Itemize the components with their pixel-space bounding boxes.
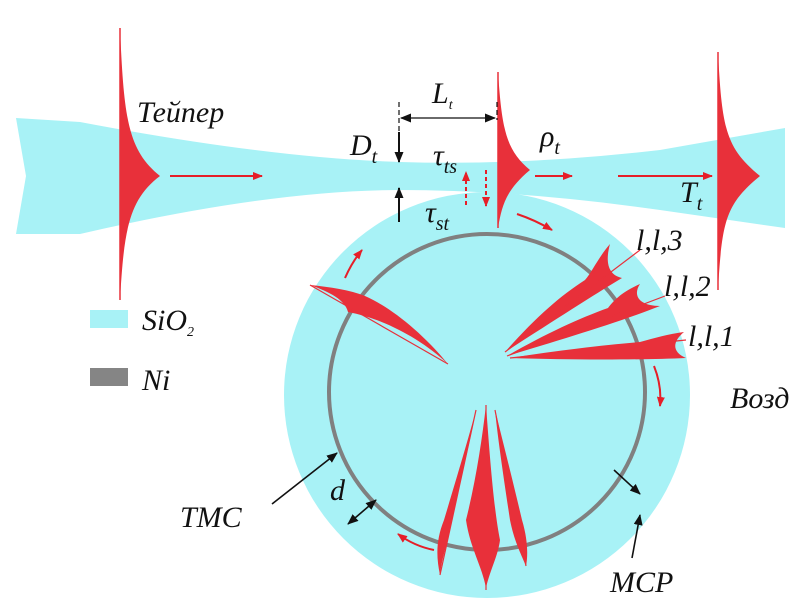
mode-ray-bottom-right	[494, 409, 527, 567]
mcp-pointer-lower-arrow	[631, 514, 643, 559]
input-pulse	[120, 28, 160, 300]
mode-ray-l-l-1	[509, 339, 687, 359]
air-label: Возд	[730, 382, 789, 415]
legend-swatch-sio2	[90, 310, 128, 328]
mcp-pointer-upper-arrow	[613, 469, 641, 495]
legend-label-sio2: SiO2	[142, 304, 194, 340]
legend-swatch-ni	[90, 368, 128, 386]
circulation-arrow-top-right	[516, 213, 553, 231]
mode-label-l-l-2: l,l,2	[664, 270, 711, 303]
mode-ray-upper-left	[309, 284, 449, 365]
mode-pulse-l-l-1	[510, 332, 686, 360]
mode-pulse-bottom-center	[466, 405, 500, 588]
tmc-pointer-arrow	[271, 452, 338, 505]
circulation-arrow-top-left	[344, 249, 363, 279]
transmission-label: Tt	[680, 176, 703, 215]
tau-st-label: τst	[425, 196, 450, 235]
length-label: Lt	[431, 77, 454, 113]
mode-ray-l-l-2	[506, 295, 666, 357]
output-pulse	[718, 52, 760, 290]
thickness-arrow	[347, 499, 377, 525]
mode-pulse-l-l-2	[507, 284, 660, 356]
mode-label-l-l-1: l,l,1	[688, 320, 735, 353]
circulation-arrow-right	[653, 365, 665, 407]
circulation-arrow-bottom	[397, 533, 435, 551]
rho-label: ρt	[539, 120, 560, 159]
mode-pulse-l-l-3	[505, 244, 622, 352]
gap-label: Dt	[349, 129, 378, 168]
mcp-label: MCP	[609, 566, 673, 599]
mode-label-l-l-3: l,l,3	[636, 224, 683, 257]
mode-ray-bottom-left	[439, 409, 477, 576]
legend-label-ni: Ni	[141, 364, 170, 397]
mode-pulse-bottom-left	[437, 410, 476, 575]
thickness-label: d	[330, 474, 346, 507]
taper-label: Тейпер	[137, 96, 224, 129]
mode-ray-l-l-3	[504, 249, 641, 353]
tmc-label: TMC	[180, 501, 243, 534]
tau-ts-label: τts	[433, 139, 457, 178]
tapered-fiber	[16, 118, 785, 234]
coupling-pulse	[498, 72, 530, 228]
